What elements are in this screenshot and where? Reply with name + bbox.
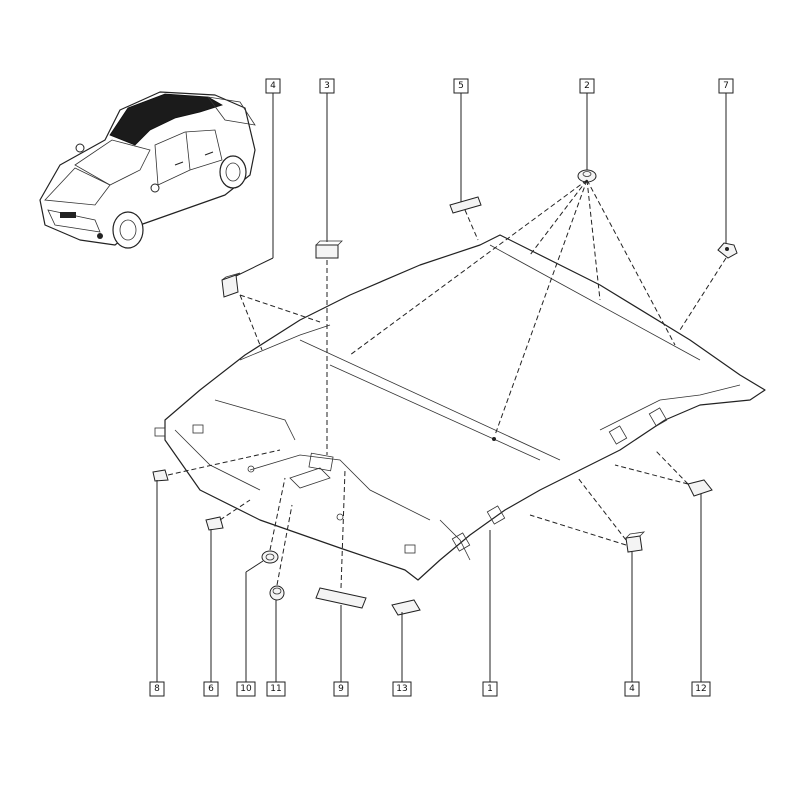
callout-11: 11 xyxy=(266,681,286,697)
callout-label: 9 xyxy=(338,684,344,694)
callout-label: 7 xyxy=(723,81,729,91)
callout-label: 4 xyxy=(629,684,635,694)
part-12 xyxy=(687,479,713,497)
callout-1: 1 xyxy=(482,681,498,697)
part-10-ring xyxy=(261,550,279,564)
leader-lines xyxy=(156,93,727,682)
callout-8: 8 xyxy=(149,681,165,697)
part-13-pad xyxy=(391,599,421,616)
callout-label: 10 xyxy=(240,684,252,694)
part-7-clip xyxy=(717,242,738,259)
callout-2: 2 xyxy=(579,78,595,94)
callout-6: 6 xyxy=(203,681,219,697)
part-9-strip xyxy=(315,587,367,609)
callout-label: 8 xyxy=(154,684,160,694)
callout-7: 7 xyxy=(718,78,734,94)
callout-label: 3 xyxy=(324,81,330,91)
callout-4-bottom: 4 xyxy=(624,681,640,697)
part-5 xyxy=(449,196,482,214)
callout-12: 12 xyxy=(691,681,711,697)
part-11-knob xyxy=(269,585,285,601)
callout-3: 3 xyxy=(319,78,335,94)
callout-label: 12 xyxy=(695,684,706,694)
parts xyxy=(152,169,738,616)
callout-label: 11 xyxy=(270,684,281,694)
part-8 xyxy=(152,469,169,482)
sedan-car-icon xyxy=(39,91,256,249)
callout-label: 1 xyxy=(487,684,493,694)
callout-label: 2 xyxy=(584,81,590,91)
assembly-lines xyxy=(167,179,727,589)
callout-label: 4 xyxy=(270,81,276,91)
callout-9: 9 xyxy=(333,681,349,697)
part-4-upper xyxy=(221,272,241,298)
part-3 xyxy=(315,240,343,259)
part-4-lower xyxy=(625,531,646,553)
callout-label: 13 xyxy=(396,684,407,694)
callout-10: 10 xyxy=(236,681,256,697)
roof-headliner-panel xyxy=(154,234,766,581)
callout-13: 13 xyxy=(392,681,412,697)
callout-label: 5 xyxy=(458,81,464,91)
callout-4-top: 4 xyxy=(265,78,281,94)
part-6 xyxy=(205,516,224,531)
callout-label: 6 xyxy=(208,684,214,694)
callout-5: 5 xyxy=(453,78,469,94)
